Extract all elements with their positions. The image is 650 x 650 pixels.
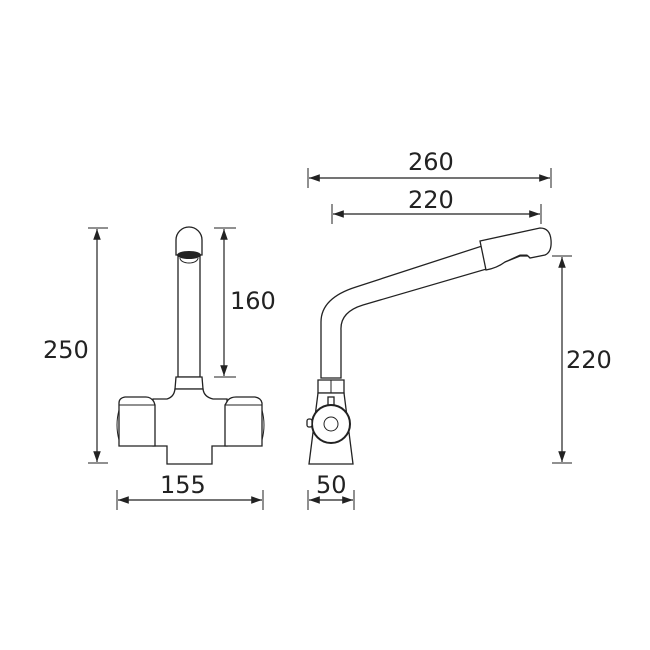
side-view-tap-body: [306, 227, 552, 465]
spout-arm: [320, 245, 491, 379]
dimension-overall-height: 250: [43, 227, 108, 464]
left-handle: [118, 396, 156, 447]
right-handle: [224, 396, 263, 447]
dimension-base-depth: 50: [307, 471, 355, 510]
spout-collar: [174, 376, 204, 390]
spout-outlet-head: [479, 227, 552, 271]
dimension-label-220-height: 220: [566, 346, 612, 374]
handle-knob: [311, 404, 351, 444]
dimension-spout-height: 160: [214, 227, 276, 378]
spout-head: [175, 226, 203, 256]
side-view: 260 220 220 50: [306, 148, 612, 510]
dimension-label-260: 260: [408, 148, 454, 176]
aerator-outlet: [177, 251, 201, 259]
valve-body: [152, 388, 228, 465]
handle-cap: [323, 416, 339, 432]
front-view-tap-body: [116, 226, 265, 465]
dimension-label-160: 160: [230, 287, 276, 315]
front-view: 250 160 155: [43, 226, 276, 510]
dimension-label-155: 155: [160, 471, 206, 499]
handle-stem: [327, 396, 335, 406]
handle-pin: [306, 418, 313, 428]
dimension-spout-reach: 220: [331, 186, 542, 224]
dimension-overall-reach: 260: [307, 148, 552, 188]
dimension-label-220-reach: 220: [408, 186, 454, 214]
dimension-label-50: 50: [316, 471, 347, 499]
dimension-label-250: 250: [43, 336, 89, 364]
dimension-outlet-height: 220: [552, 255, 612, 464]
dimension-overall-width: 155: [116, 471, 264, 510]
